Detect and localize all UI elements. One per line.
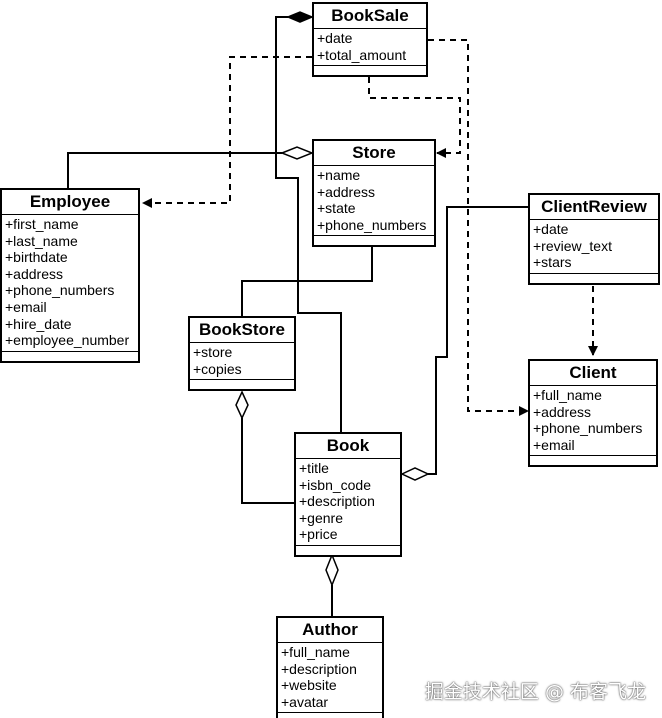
composition-diamond-icon [286, 11, 314, 23]
relation-book-bookstore [235, 390, 294, 504]
attribute: +email [533, 436, 575, 453]
attribute-list: +name +address +state +phone_numbers [314, 166, 434, 237]
attribute: +phone_numbers [317, 216, 427, 233]
attribute: +name [317, 167, 361, 183]
attribute: +description [281, 660, 357, 677]
attribute: +description [299, 493, 375, 510]
attribute: +address [317, 183, 375, 200]
operation-compartment [2, 352, 138, 361]
watermark-text: 掘金技术社区 @ 布客飞龙 [424, 681, 646, 703]
attribute: +email [5, 298, 47, 315]
aggregation-diamond-icon [279, 146, 315, 160]
attribute-list: +title +isbn_code +description +genre +p… [296, 459, 400, 546]
attribute: +employee_number [5, 332, 130, 349]
attribute: +phone_numbers [533, 420, 643, 437]
operation-compartment [530, 274, 658, 283]
attribute: +first_name [5, 216, 79, 232]
attribute: +store [193, 344, 233, 360]
operation-compartment [190, 380, 294, 389]
class-name: Client [530, 361, 656, 386]
class-employee[interactable]: Employee +first_name +last_name +birthda… [0, 188, 140, 363]
operation-compartment [314, 66, 426, 75]
attribute: +price [299, 526, 338, 543]
attribute: +date [317, 30, 353, 46]
attribute: +copies [193, 360, 242, 377]
class-name: ClientReview [530, 195, 658, 220]
attribute: +review_text [533, 237, 612, 254]
class-name: Employee [2, 190, 138, 215]
class-client[interactable]: Client +full_name +address +phone_number… [528, 359, 658, 468]
class-booksale[interactable]: BookSale +date +total_amount [312, 2, 428, 78]
relation-clientreview-book [400, 206, 528, 481]
class-store[interactable]: Store +name +address +state +phone_numbe… [312, 139, 436, 248]
relation-author-book [325, 552, 339, 616]
attribute: +website [281, 677, 337, 694]
attribute: +total_amount [317, 46, 407, 63]
class-name: Book [296, 434, 400, 459]
attribute-list: +full_name +description +website +avatar [278, 643, 382, 714]
attribute: +avatar [281, 693, 329, 710]
attribute-list: +date +review_text +stars [530, 220, 658, 274]
class-book[interactable]: Book +title +isbn_code +description +gen… [294, 432, 402, 557]
operation-compartment [314, 236, 434, 245]
attribute-list: +full_name +address +phone_numbers +emai… [530, 386, 656, 457]
relation-booksale-client [428, 39, 529, 416]
attribute: +birthdate [5, 249, 68, 266]
operation-compartment [278, 713, 382, 718]
attribute-list: +first_name +last_name +birthdate +addre… [2, 215, 138, 352]
aggregation-diamond-icon [325, 552, 339, 588]
class-name: Author [278, 618, 382, 643]
attribute: +isbn_code [299, 476, 372, 493]
attribute: +address [5, 265, 63, 282]
attribute: +title [299, 460, 329, 476]
attribute: +full_name [533, 387, 602, 403]
operation-compartment [296, 546, 400, 555]
relation-booksale-employee [142, 56, 312, 208]
class-clientreview[interactable]: ClientReview +date +review_text +stars [528, 193, 660, 285]
relation-booksale-store [368, 77, 461, 158]
class-name: Store [314, 141, 434, 166]
attribute: +phone_numbers [5, 282, 115, 299]
attribute: +stars [533, 254, 572, 271]
attribute-list: +store +copies [190, 343, 294, 381]
attribute: +address [533, 403, 591, 420]
class-bookstore[interactable]: BookStore +store +copies [188, 316, 296, 392]
attribute: +full_name [281, 644, 350, 660]
class-author[interactable]: Author +full_name +description +website … [276, 616, 384, 718]
attribute-list: +date +total_amount [314, 29, 426, 67]
attribute: +last_name [5, 232, 78, 249]
attribute: +genre [299, 509, 343, 526]
class-name: BookSale [314, 4, 426, 29]
aggregation-diamond-icon [400, 467, 430, 481]
relation-store-bookstore [241, 245, 373, 316]
attribute: +hire_date [5, 315, 72, 332]
aggregation-diamond-icon [235, 390, 249, 420]
operation-compartment [530, 456, 656, 465]
attribute: +date [533, 221, 569, 237]
attribute: +state [317, 200, 356, 217]
class-name: BookStore [190, 318, 294, 343]
